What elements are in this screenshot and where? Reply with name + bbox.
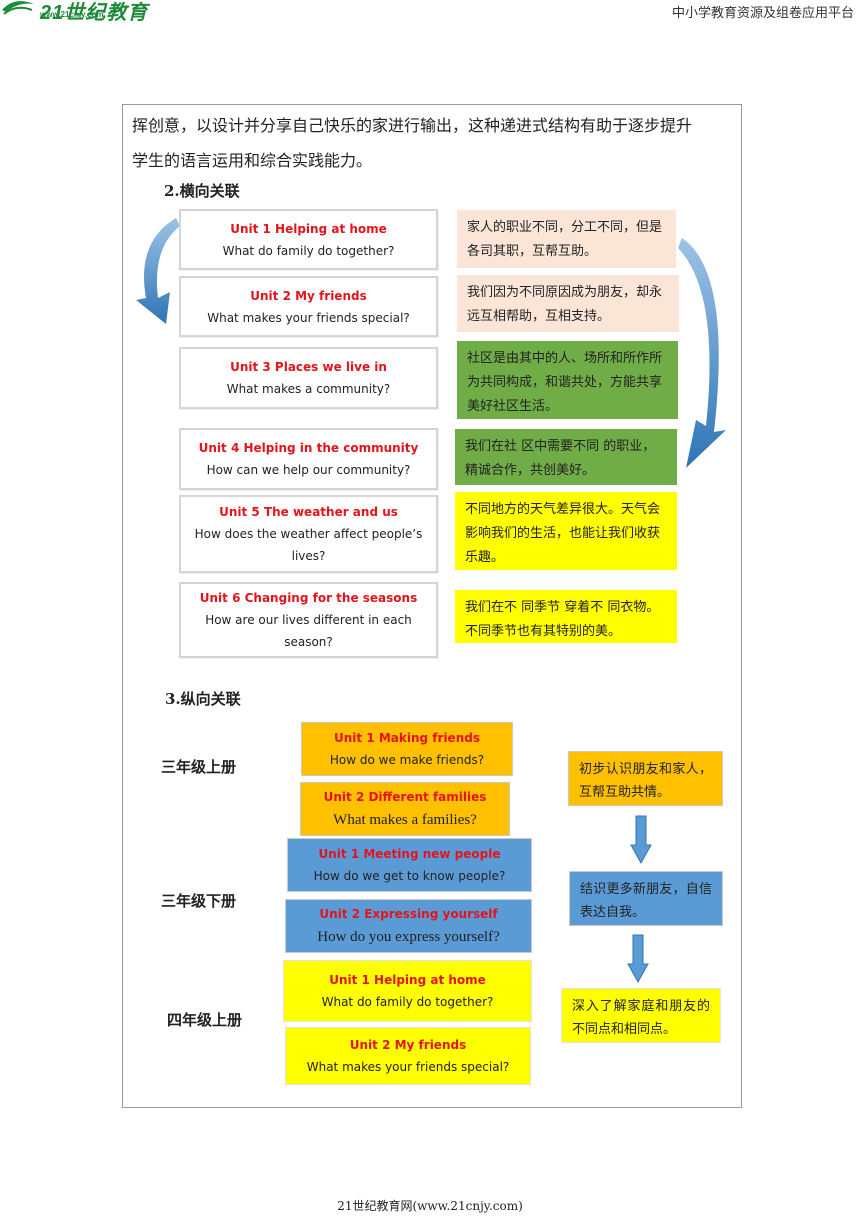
logo-mark-icon [2, 1, 34, 15]
horizontal-note-6: 我们在不 同季节 穿着不 同衣物。不同季节也有其特别的美。 [455, 590, 677, 643]
site-logo[interactable]: 21世纪教育 www.21cnjy.com [0, 0, 150, 24]
unit-title: Unit 2 Different families [323, 790, 487, 804]
vertical-unit-5: Unit 1 Helping at home What do family do… [283, 960, 532, 1022]
horizontal-note-4: 我们在社 区中需要不同 的职业，精诚合作，共创美好。 [455, 429, 677, 485]
vertical-note-1: 初步认识朋友和家人，互帮互助共情。 [568, 751, 723, 806]
grade-label-3: 四年级上册 [167, 1011, 243, 1029]
unit-question: What makes your friends special? [306, 1060, 510, 1074]
unit-title: Unit 2 Expressing yourself [319, 907, 498, 921]
unit-title: Unit 3 Places we live in [230, 360, 387, 374]
vertical-unit-6: Unit 2 My friends What makes your friend… [285, 1027, 531, 1085]
vertical-section-title: 3.纵向关联 [165, 690, 241, 708]
down-arrow-icon [630, 815, 652, 865]
unit-question: How do we make friends? [329, 753, 485, 767]
horizontal-note-3: 社区是由其中的人、场所和所作所为共同构成，和谐共处，方能共享美好社区生活。 [457, 341, 678, 419]
unit-title: Unit 1 Making friends [334, 731, 480, 745]
vertical-unit-1: Unit 1 Making friends How do we make fri… [301, 722, 513, 776]
logo-text: 21世纪教育 [40, 2, 149, 24]
horizontal-unit-5: Unit 5 The weather and us How does the w… [179, 495, 438, 573]
platform-name: 中小学教育资源及组卷应用平台 [671, 6, 854, 21]
horizontal-unit-4: Unit 4 Helping in the community How can … [179, 428, 438, 490]
intro-line-2: 学生的语言运用和综合实践能力。 [132, 151, 373, 170]
curved-arrow-right-icon [678, 238, 726, 468]
unit-question: How do you express yourself? [317, 929, 500, 945]
vertical-unit-3: Unit 1 Meeting new people How do we get … [287, 838, 532, 892]
horizontal-note-2: 我们因为不同原因成为朋友，却永远互相帮助，互相支持。 [457, 275, 679, 332]
vertical-note-3: 深入了解家庭和朋友的不同点和相同点。 [561, 988, 721, 1043]
curved-arrow-left-icon [136, 218, 180, 324]
unit-title: Unit 4 Helping in the community [198, 441, 419, 455]
unit-question: How does the weather affect people’s liv… [194, 527, 423, 563]
unit-title: Unit 1 Helping at home [230, 221, 387, 236]
horizontal-note-5: 不同地方的天气差异很大。天气会影响我们的生活，也能让我们收获乐趣。 [455, 492, 677, 570]
horizontal-section-title: 2.横向关联 [164, 182, 240, 200]
unit-question: How can we help our community? [206, 463, 411, 477]
horizontal-unit-3: Unit 3 Places we live in What makes a co… [179, 347, 438, 409]
unit-title: Unit 2 My friends [250, 288, 367, 303]
unit-question: What makes a community? [226, 382, 391, 396]
unit-question: How are our lives different in each seas… [205, 613, 412, 649]
grade-label-1: 三年级上册 [161, 758, 237, 776]
unit-question: What makes a families? [333, 812, 477, 828]
unit-question: What do family do together? [321, 995, 494, 1009]
down-arrow-icon [627, 934, 649, 984]
content-frame [122, 104, 742, 1108]
intro-line-1: 挥创意，以设计并分享自己快乐的家进行输出，这种递进式结构有助于逐步提升 [132, 116, 693, 135]
footer-text: 21世纪教育网(www.21cnjy.com) [337, 1199, 523, 1213]
grade-label-2: 三年级下册 [161, 892, 237, 910]
unit-title: Unit 6 Changing for the seasons [199, 591, 418, 605]
vertical-unit-4: Unit 2 Expressing yourself How do you ex… [285, 899, 532, 953]
unit-question: How do we get to know people? [313, 869, 506, 883]
vertical-unit-2: Unit 2 Different families What makes a f… [300, 782, 510, 836]
unit-question: What makes your friends special? [207, 310, 410, 325]
vertical-note-2: 结识更多新朋友，自信表达自我。 [569, 871, 723, 926]
horizontal-unit-2: Unit 2 My friends What makes your friend… [179, 276, 438, 337]
horizontal-unit-6: Unit 6 Changing for the seasons How are … [179, 582, 438, 658]
unit-title: Unit 1 Helping at home [329, 973, 486, 987]
horizontal-unit-1: Unit 1 Helping at home What do family do… [179, 209, 438, 270]
unit-title: Unit 5 The weather and us [219, 505, 398, 519]
horizontal-note-1: 家人的职业不同，分工不同，但是各司其职，互帮互助。 [457, 210, 676, 268]
unit-title: Unit 1 Meeting new people [318, 847, 501, 861]
logo-url: www.21cnjy.com [40, 10, 104, 19]
unit-title: Unit 2 My friends [349, 1038, 467, 1052]
unit-question: What do family do together? [222, 243, 395, 258]
